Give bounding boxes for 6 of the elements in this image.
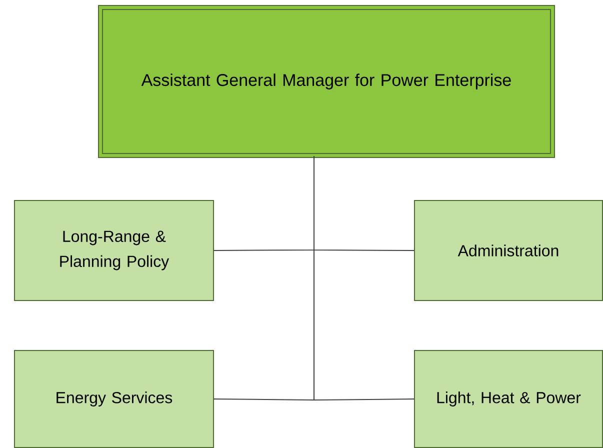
department-box: Light, Heat & Power — [414, 350, 603, 448]
connector-line — [314, 156, 414, 401]
manager-box: Assistant General Manager for Power Enterprise — [98, 5, 555, 158]
department-box: Long-Range & Planning Policy — [14, 200, 214, 301]
department-box: Administration — [414, 200, 603, 301]
department-box: Energy Services — [14, 350, 214, 448]
